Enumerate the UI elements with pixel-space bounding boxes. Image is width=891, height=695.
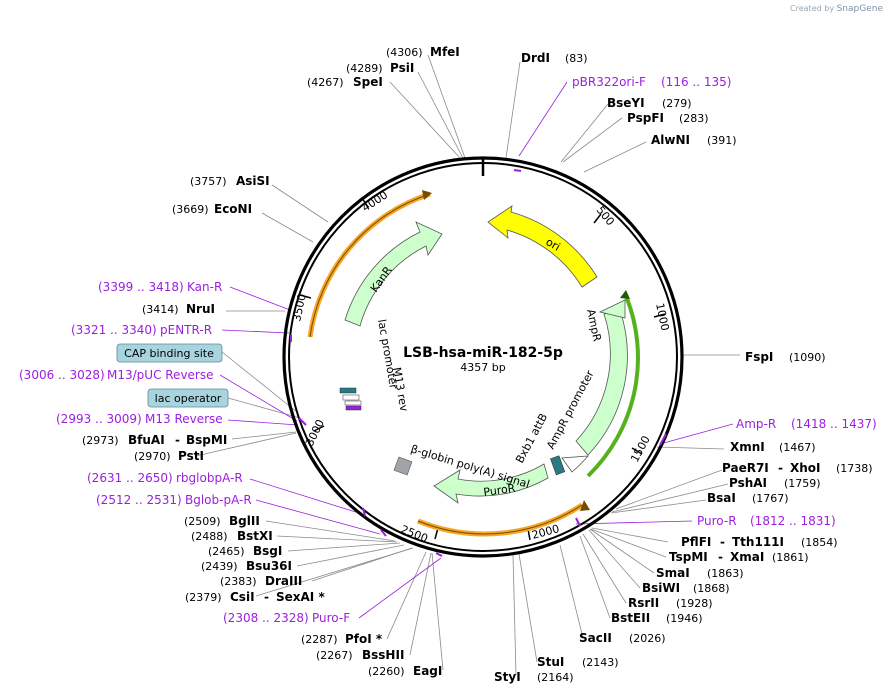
tick-4000: 4000 [360,188,391,214]
globin-feature[interactable] [393,456,413,476]
amp-segment-arc [586,295,640,478]
enzyme-nrui[interactable]: (3414) NruI [142,298,215,317]
primer-lines [219,81,734,619]
lacop-label: lac operator [155,392,222,405]
credit-brand: SnapGene [836,4,883,14]
lacop-box[interactable] [147,388,229,408]
primer-puro-r[interactable]: Puro-R (1812 .. 1831) [697,510,836,529]
enzyme-bsai[interactable]: BsaI (1767) [707,487,789,506]
cap-label: CAP binding site [124,347,214,360]
ampr-label: AmpR [584,308,604,343]
enzyme-bseyi[interactable]: BseYI (279) [607,92,692,111]
enzyme-bfuai-bspmi[interactable]: (2973) BfuAI - BspMI [82,429,227,448]
credit-prefix: Created by [790,4,835,13]
enzyme-smai[interactable]: SmaI (1863) [656,562,744,581]
enzyme-psii[interactable]: (4289) PsiI [346,57,414,76]
kanr-feature[interactable] [344,221,443,327]
leader-lines [195,54,740,676]
puror-feature[interactable] [433,463,549,504]
primer-m13puc-reverse[interactable]: (3006 .. 3028) M13/pUC Reverse [19,364,214,383]
enzyme-styi[interactable]: StyI (2164) [494,666,574,685]
enzyme-pspfi[interactable]: PspFI (283) [627,107,709,126]
primer-amp-r[interactable]: Amp-R (1418 .. 1437) [736,413,877,432]
enzyme-pshai[interactable]: PshAI (1759) [729,472,821,491]
enzyme-asisi[interactable]: (3757) AsiSI [190,170,270,189]
primer-pentr-r[interactable]: (3321 .. 3340) pENTR-R [71,319,212,338]
ampr-feature[interactable] [575,309,628,456]
ampr-promoter-feature[interactable] [561,455,589,473]
enzyme-paer7i-xhoi[interactable]: PaeR7I - XhoI (1738) [722,457,873,476]
ori-label: ori [544,235,563,253]
m13rev-label: M13 rev [390,366,411,413]
bxb1-feature[interactable] [550,455,566,476]
primer-pbr322ori-f[interactable]: pBR322ori-F (116 .. 135) [572,71,731,90]
puror-label: PuroR [483,482,517,499]
enzyme-draiii[interactable]: (2383) DraIII [220,570,302,589]
tick-1500: 1500 [628,434,653,465]
primer-rbglobpa-r[interactable]: (2631 .. 2650) rbglobpA-R [87,467,243,486]
enzyme-alwni[interactable]: AlwNI (391) [651,129,737,148]
enzyme-bglii[interactable]: (2509) BglII [184,510,260,529]
enzyme-bsshii[interactable]: (2267) BssHII [316,644,404,663]
enzyme-drdi[interactable]: DrdI (83) [521,47,588,66]
plasmid-name: LSB-hsa-miR-182-5p [403,345,563,361]
snapgene-credit: Created by SnapGene [790,4,883,14]
tick-1000: 1000 [653,302,672,332]
enzyme-pflfi-tth111i[interactable]: PflFI - Tth111I (1854) [681,531,838,550]
enzyme-mfei[interactable]: (4306) MfeI [386,41,460,60]
bxb1-label: Bxb1 attB [513,411,550,465]
enzyme-rsrii[interactable]: RsrII (1928) [628,592,713,611]
kan-segment-arc [307,191,431,338]
primer-bglob-pa-r[interactable]: (2512 .. 2531) Bglob-pA-R [96,489,252,508]
enzyme-csii-sexai[interactable]: (2379) CsiI - SexAI * [185,586,325,605]
enzyme-stui[interactable]: StuI (2143) [537,651,619,670]
ori-feature[interactable] [487,205,598,288]
primer-kan-r[interactable]: (3399 .. 3418) Kan-R [98,276,222,295]
enzyme-psti[interactable]: (2970) PstI [134,445,204,464]
plasmid-size: 4357 bp [460,361,505,374]
primer-marks [290,169,667,557]
primer-puro-f[interactable]: (2308 .. 2328) Puro-F [223,607,350,626]
enzyme-bsgi[interactable]: (2465) BsgI [208,540,282,559]
enzyme-econi[interactable]: (3669) EcoNI [172,198,252,217]
enzyme-sacii[interactable]: SacII (2026) [579,627,666,646]
enzyme-pfoi[interactable]: (2287) PfoI * [301,628,383,647]
enzyme-eagi[interactable]: (2260) EagI [368,660,442,679]
lac-cluster[interactable] [339,387,362,411]
enzyme-spei[interactable]: (4267) SpeI [307,71,383,90]
tick-3500: 3500 [290,293,309,323]
enzyme-xmni[interactable]: XmnI (1467) [730,436,816,455]
enzyme-bstxi[interactable]: (2488) BstXI [191,525,273,544]
enzyme-bsteii[interactable]: BstEII (1946) [611,607,703,626]
enzyme-fspi[interactable]: FspI (1090) [745,346,826,365]
enzyme-bsu36i[interactable]: (2439) Bsu36I [201,555,292,574]
enzyme-bsiwi[interactable]: BsiWI (1868) [642,577,730,596]
tick-3000: 3000 [303,417,327,448]
cap-box[interactable] [116,343,223,363]
enzyme-tspmi-xmai[interactable]: TspMI - XmaI (1861) [669,546,809,565]
primer-m13-reverse[interactable]: (2993 .. 3009) M13 Reverse [56,408,223,427]
